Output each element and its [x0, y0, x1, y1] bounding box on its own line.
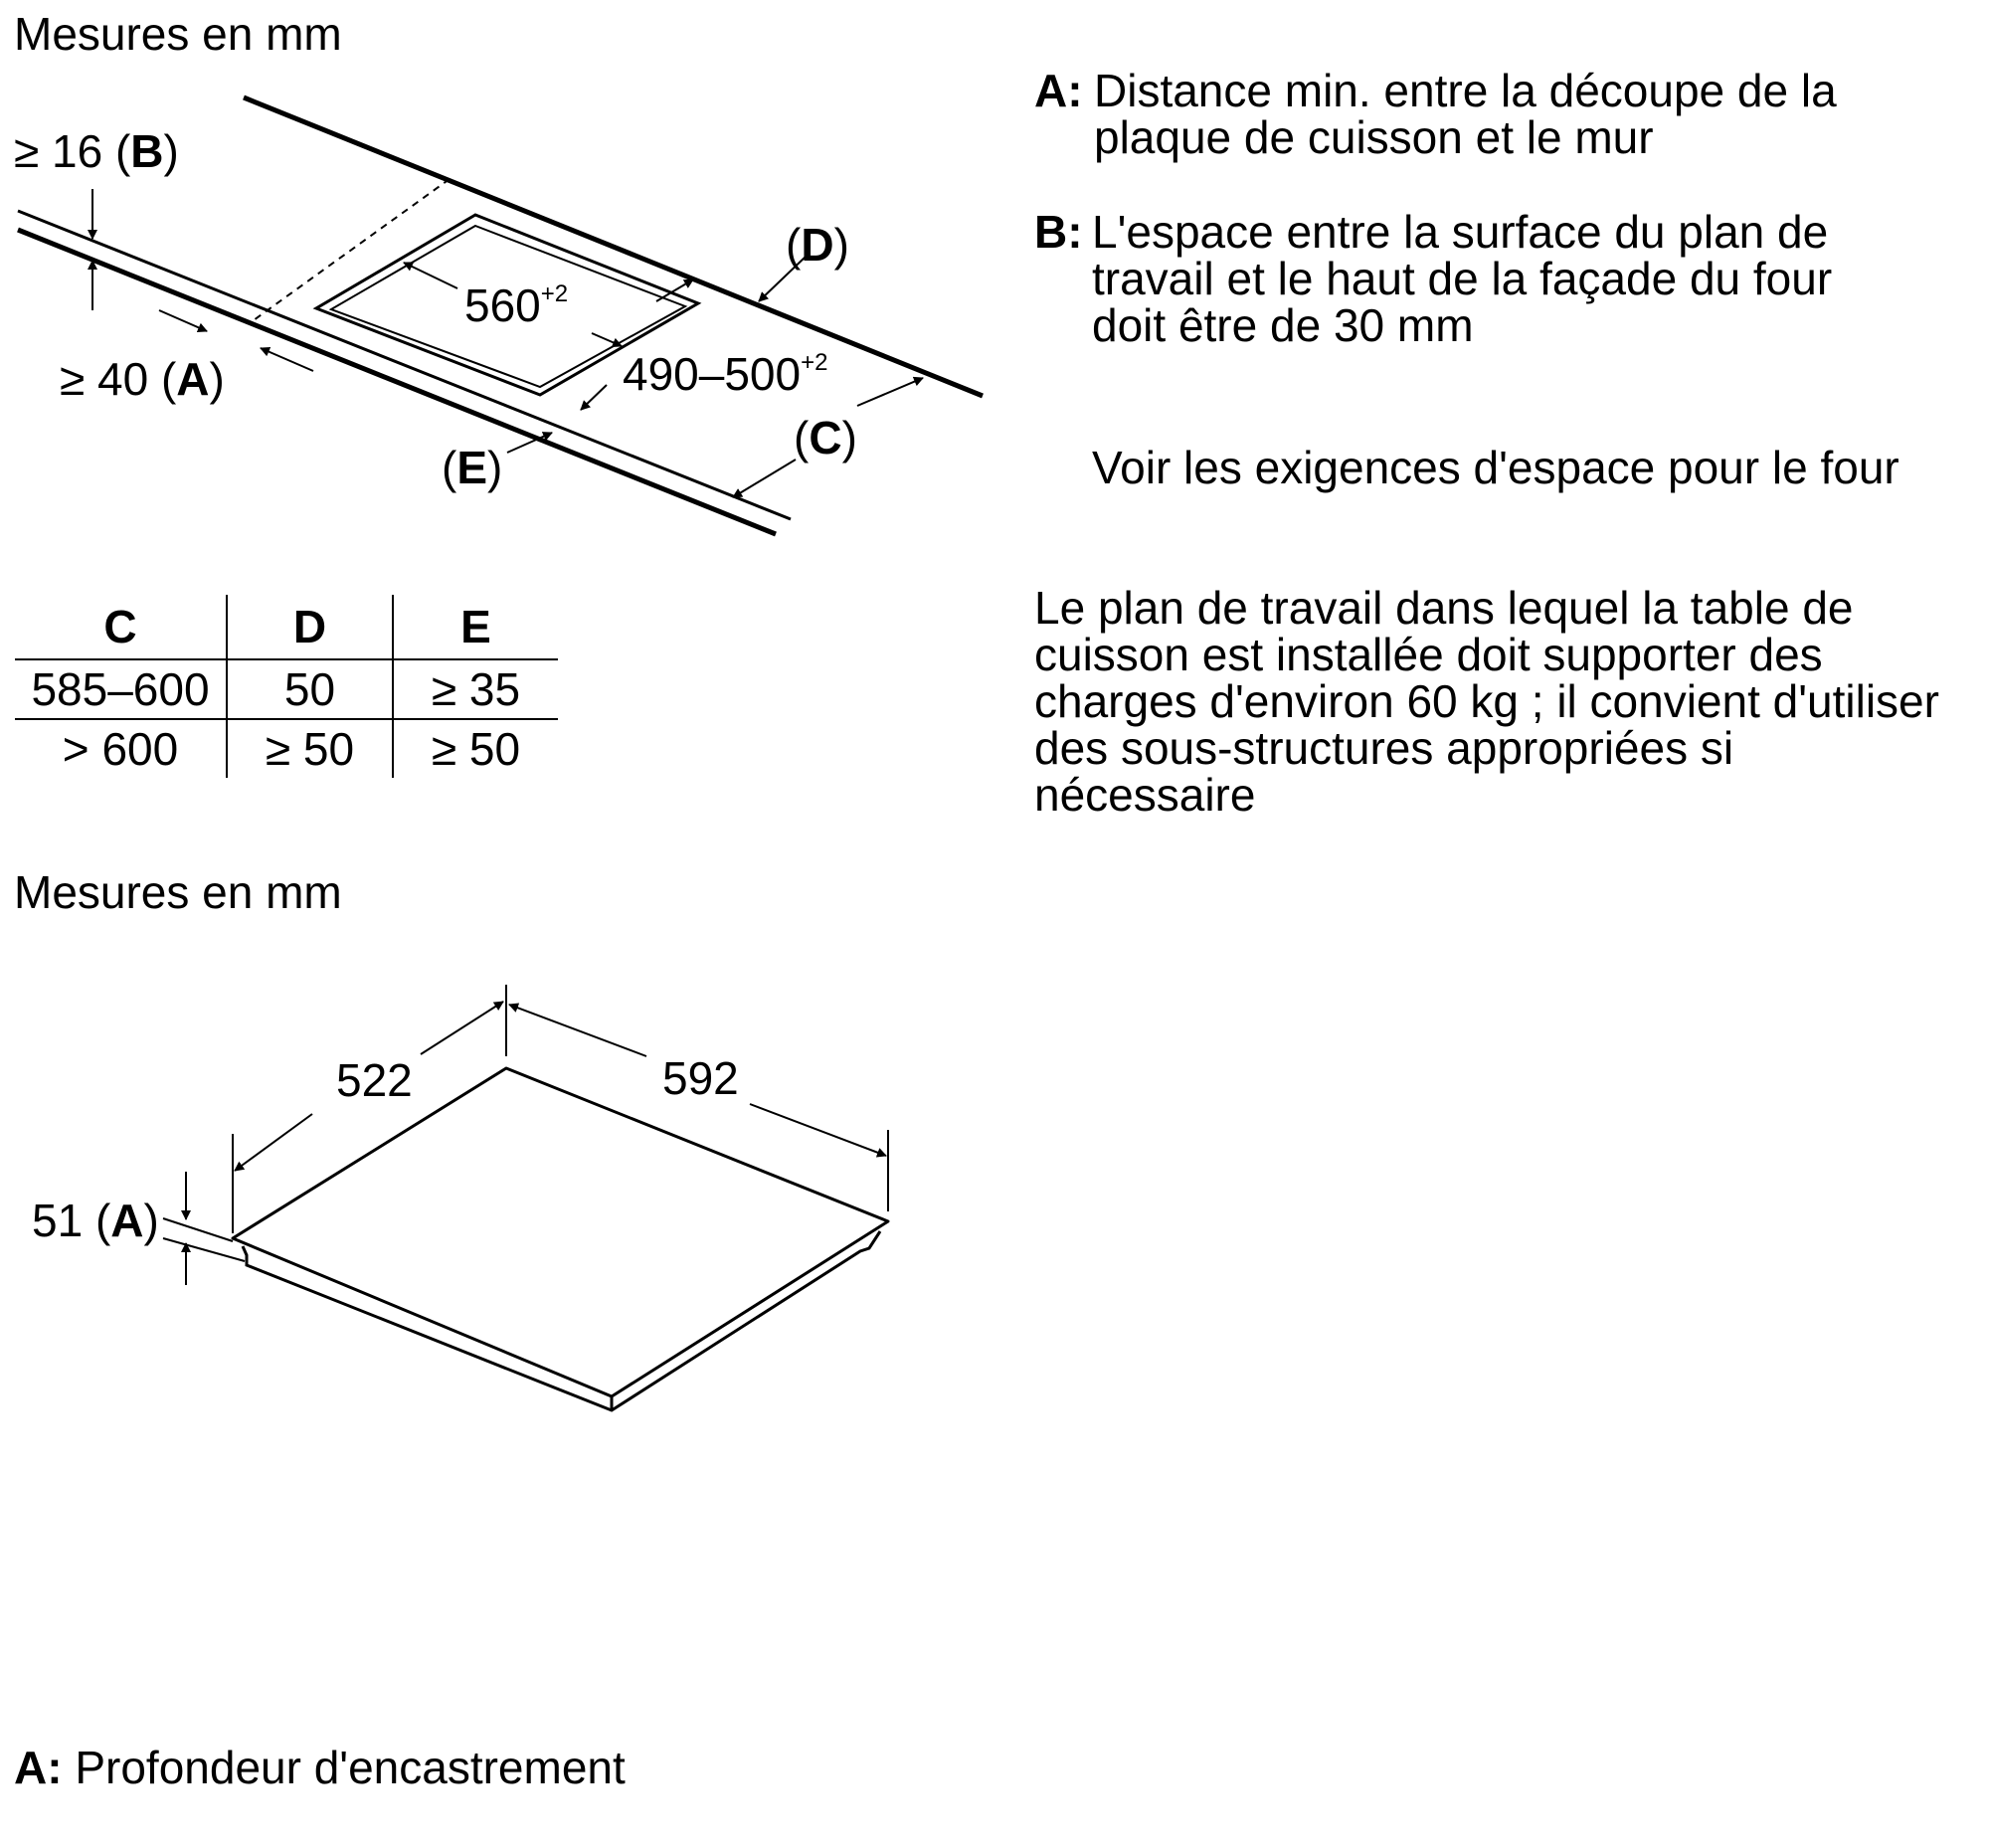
- clearance-table: C D E 585–600 50 ≥ 35 > 600 ≥ 50 ≥ 50: [15, 595, 558, 778]
- note-a: A: Distance min. entre la découpe de la …: [1034, 68, 1837, 161]
- dim-560-arrow-left: [403, 262, 458, 289]
- measure-label-top: Mesures en mm: [14, 8, 342, 60]
- cutout-inner-outline: [328, 224, 688, 389]
- oven-space-note: Voir les exigences d'espace pour le four: [1092, 442, 1899, 493]
- extension-line-height-bottom: [162, 1237, 246, 1262]
- countertop-edge-bottom: [17, 227, 777, 537]
- dim-522-arrow-right: [420, 1001, 504, 1055]
- dim-c-arrow-down: [732, 459, 797, 498]
- load-note: Le plan de travail dans lequel la table …: [1034, 585, 1939, 819]
- footer-note-text: Profondeur d'encastrement: [75, 1742, 626, 1793]
- note-b-line: travail et le haut de la façade du four: [1092, 253, 1833, 304]
- table-row: > 600 ≥ 50 ≥ 50: [15, 718, 558, 778]
- countertop-edge-top: [17, 209, 792, 521]
- note-b-line: L'espace entre la surface du plan de: [1092, 206, 1829, 258]
- dim-a-arrow-right: [260, 346, 314, 372]
- cutout-diagram: ≥ 16 (B) ≥ 40 (A) (D) (C) (E) 560+2 490–…: [14, 94, 984, 537]
- dim-b-label: ≥ 16 (B): [14, 125, 179, 177]
- hob-body-outline: [241, 1230, 882, 1412]
- dim-depth-arrow-down: [580, 384, 608, 411]
- dim-a-label: ≥ 40 (A): [60, 353, 225, 405]
- table-cell: ≥ 50: [392, 718, 558, 778]
- hob-dimension-diagram: 522 592 51 (A): [32, 985, 890, 1412]
- dim-d-label: (D): [786, 219, 849, 271]
- footer-note-label: A:: [14, 1742, 63, 1793]
- load-note-line: charges d'environ 60 kg ; il convient d'…: [1034, 675, 1939, 727]
- dim-592-label: 592: [662, 1052, 739, 1104]
- table-cell: 585–600: [15, 658, 227, 719]
- dim-c-label: (C): [794, 412, 857, 463]
- table-row: 585–600 50 ≥ 35: [15, 658, 558, 719]
- dim-width-label: 560+2: [464, 279, 568, 331]
- cutout-outline: [312, 213, 702, 397]
- dim-depth-label: 490–500+2: [623, 348, 827, 400]
- dim-a-arrow-left: [158, 309, 208, 332]
- table-header-d: D: [226, 595, 393, 659]
- note-b-line: doit être de 30 mm: [1092, 299, 1474, 351]
- hob-top-surface: [231, 1066, 890, 1398]
- wall-edge-line: [243, 94, 984, 399]
- note-b: B: L'espace entre la surface du plan de …: [1034, 209, 1832, 349]
- dashed-guide-line: [253, 178, 451, 321]
- dim-51-label: 51 (A): [32, 1195, 159, 1246]
- dim-c-arrow-up: [856, 376, 924, 407]
- dim-d-arrow: [758, 256, 807, 302]
- table-cell: > 600: [15, 718, 227, 778]
- table-header-c: C: [103, 601, 137, 652]
- table-header-e: E: [392, 595, 558, 659]
- load-note-line: Le plan de travail dans lequel la table …: [1034, 582, 1854, 634]
- dim-522-arrow-left: [234, 1113, 313, 1172]
- measure-label-bottom: Mesures en mm: [14, 866, 342, 918]
- load-note-line: des sous-structures appropriées si: [1034, 722, 1734, 774]
- dim-592-arrow-left: [508, 1003, 647, 1057]
- footer-note: A: Profondeur d'encastrement: [14, 1741, 626, 1795]
- table-cell: ≥ 50: [226, 718, 393, 778]
- note-a-line: plaque de cuisson et le mur: [1094, 111, 1654, 163]
- dim-depth-arrow-up: [655, 278, 694, 302]
- table-cell: ≥ 35: [392, 658, 558, 719]
- load-note-line: cuisson est installée doit supporter des: [1034, 629, 1823, 680]
- dim-560-arrow-right: [591, 332, 623, 348]
- note-a-label: A:: [1034, 65, 1083, 116]
- dim-e-label: (E): [442, 442, 502, 493]
- dim-e-arrow: [506, 432, 553, 454]
- load-note-line: nécessaire: [1034, 769, 1256, 821]
- extension-line-height-top: [162, 1217, 234, 1242]
- table-cell: 50: [226, 658, 393, 719]
- note-b-label: B:: [1034, 206, 1083, 258]
- note-a-line: Distance min. entre la découpe de la: [1094, 65, 1837, 116]
- dim-522-label: 522: [336, 1054, 413, 1106]
- dim-592-arrow-right: [749, 1103, 887, 1158]
- table-header-row: C D E: [15, 595, 558, 659]
